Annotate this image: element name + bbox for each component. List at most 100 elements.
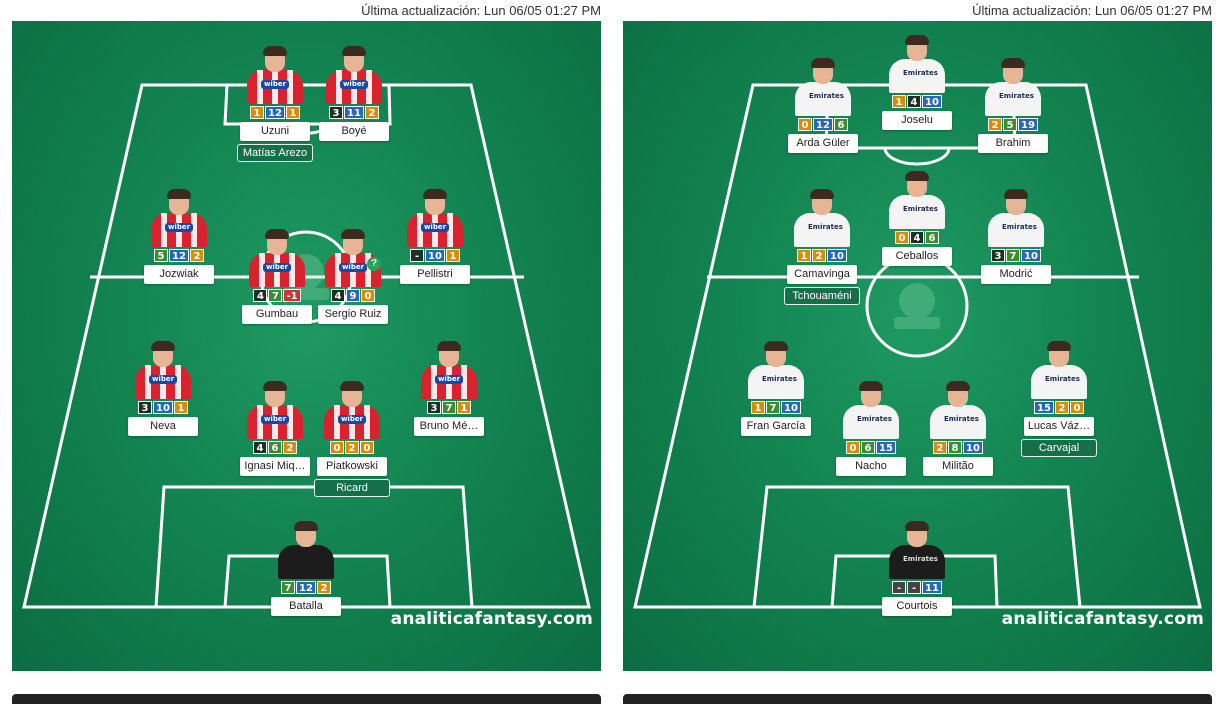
stat-badge: 0 [798,118,813,131]
hair-shape [340,381,364,391]
stat-badge: 1 [751,401,766,414]
player-name[interactable]: Camavinga [787,265,857,284]
player-photo: Emirates [886,35,948,93]
player-name[interactable]: Boyé [319,122,389,141]
hair-shape [151,341,175,351]
stat-badge: 6 [925,231,939,244]
stat-badge: - [907,581,922,594]
player-photo: wiber [404,189,466,247]
shirt-icon: Emirates [985,82,1041,116]
stat-badge: -1 [283,289,301,302]
shirt-sponsor: wiber [338,415,366,424]
stat-badge: 0 [360,441,374,454]
player-name[interactable]: Ceballos [882,247,952,266]
stat-badge: 7 [281,581,296,594]
player-name[interactable]: Batalla [271,597,341,616]
shirt-icon: wiber [421,365,477,399]
hair-shape [905,521,929,531]
stat-badge: 5 [1003,118,1018,131]
shirt-sponsor: wiber [165,223,193,232]
stat-badge: 12 [296,581,316,594]
player-name[interactable]: Modrić [981,265,1051,284]
player-name[interactable]: Militão [923,457,993,476]
player-name[interactable]: Fran García [741,417,811,436]
alternative-player[interactable]: Carvajal [1021,439,1097,457]
player-name[interactable]: Gumbau [242,305,312,324]
alternative-player[interactable]: Tchouaméni [784,287,860,305]
hair-shape [423,189,447,199]
player-name[interactable]: Piatkowski [317,457,387,476]
stat-badge: 6 [268,441,282,454]
stat-badge: 3 [991,249,1006,262]
player-name[interactable]: Joselu [882,111,952,130]
hair-shape [905,171,929,181]
shirt-stripe [145,365,151,399]
player-name[interactable]: Ignasi Miq… [240,457,310,476]
shirt-icon: wiber [135,365,191,399]
stat-badge: 2 [189,249,204,262]
shirt-icon: Emirates [794,213,850,247]
stat-badge: 5 [154,249,169,262]
shirt-sponsor: Emirates [1045,375,1080,383]
shirt-stripe [335,253,341,287]
player-name[interactable]: Nacho [836,457,906,476]
lineup-panel-real-madrid: Última actualización: Lun 06/05 01:27 PM… [623,0,1212,704]
shirt-icon: Emirates [795,82,851,116]
stat-badge: 2 [364,106,379,119]
shirt-sponsor: Emirates [903,69,938,77]
shirt-stripe [259,253,265,287]
player-name[interactable]: Neva [128,417,198,436]
hair-shape [263,46,287,56]
shirt-stripe [447,213,453,247]
player-name[interactable]: Sergio Ruiz [318,305,388,324]
hair-shape [294,521,318,531]
player-name[interactable]: Pellistri [400,265,470,284]
player-name[interactable]: Brahim [978,134,1048,153]
hair-shape [811,58,835,68]
player-name[interactable]: Jozwiak [144,265,214,284]
alternative-player[interactable]: Matías Arezo [237,144,313,162]
player-name[interactable]: Bruno Mé… [414,417,484,436]
player-name[interactable]: Arda Güler [788,134,858,153]
stat-badge: 6 [833,118,848,131]
player-name[interactable]: Uzuni [240,122,310,141]
alternative-player[interactable]: Ricard [314,479,390,497]
hair-shape [859,381,883,391]
player-name[interactable]: Lucas Váz… [1024,417,1094,436]
shirt-stripe [289,253,295,287]
player-photo: Emirates [927,381,989,439]
player-name[interactable]: Courtois [882,597,952,616]
player-photo: wiber [132,341,194,399]
shirt-icon: Emirates [1031,365,1087,399]
hair-shape [905,35,929,45]
stat-badge: 1 [285,106,300,119]
